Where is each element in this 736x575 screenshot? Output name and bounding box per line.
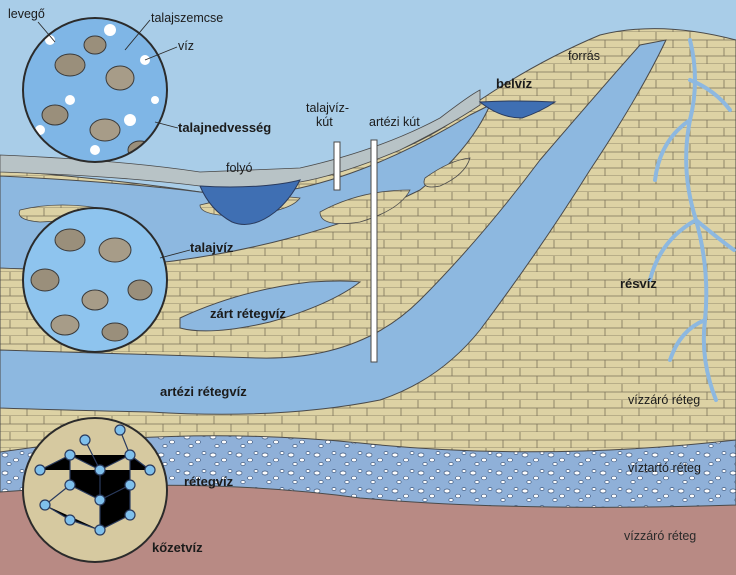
label-artezi-kut: artézi kút: [369, 115, 420, 129]
label-retegviz: rétegvíz: [184, 474, 234, 489]
label-levego: levegő: [8, 7, 45, 21]
label-talajnedvesseg: talajnedvesség: [178, 120, 271, 135]
label-belviz: belvíz: [496, 76, 533, 91]
label-vizzaro-reteg-upper: vízzáró réteg: [628, 393, 700, 407]
label-talajszemcse: talajszemcse: [151, 11, 223, 25]
sand-lens: [319, 189, 411, 225]
fissure-network: [648, 38, 736, 402]
label-talajviz-kut-line2: kút: [316, 115, 333, 129]
label-kozetviz: kőzetvíz: [152, 540, 203, 555]
label-talajviz: talajvíz: [190, 240, 234, 255]
magnifier-soil-moisture: [22, 17, 168, 163]
label-folyo: folyó: [226, 161, 252, 175]
groundwater-well: [333, 141, 341, 191]
magnifier-rock-water: [22, 417, 168, 563]
artesian-well: [370, 139, 378, 363]
label-zart-retegviz: zárt rétegvíz: [210, 306, 286, 321]
artesian-aquifer-band: [0, 39, 667, 415]
label-resviz: résvíz: [620, 276, 657, 291]
leader-lines: [37, 19, 191, 259]
confined-aquifer-lens: [179, 280, 362, 332]
label-viztarto-reteg: víztartó réteg: [628, 461, 701, 475]
inland-water-pond: [478, 100, 557, 119]
magnifier-groundwater: [22, 207, 168, 353]
label-viz: víz: [178, 39, 194, 53]
label-forras: forrás: [568, 49, 600, 63]
sand-lens: [423, 157, 471, 188]
label-artezi-retegviz: artézi rétegvíz: [160, 384, 247, 399]
soil-moisture-band: [0, 89, 481, 188]
river: [199, 179, 301, 225]
label-talajviz-kut-line1: talajvíz-: [306, 101, 349, 115]
label-vizzaro-reteg-lower: vízzáró réteg: [624, 529, 696, 543]
